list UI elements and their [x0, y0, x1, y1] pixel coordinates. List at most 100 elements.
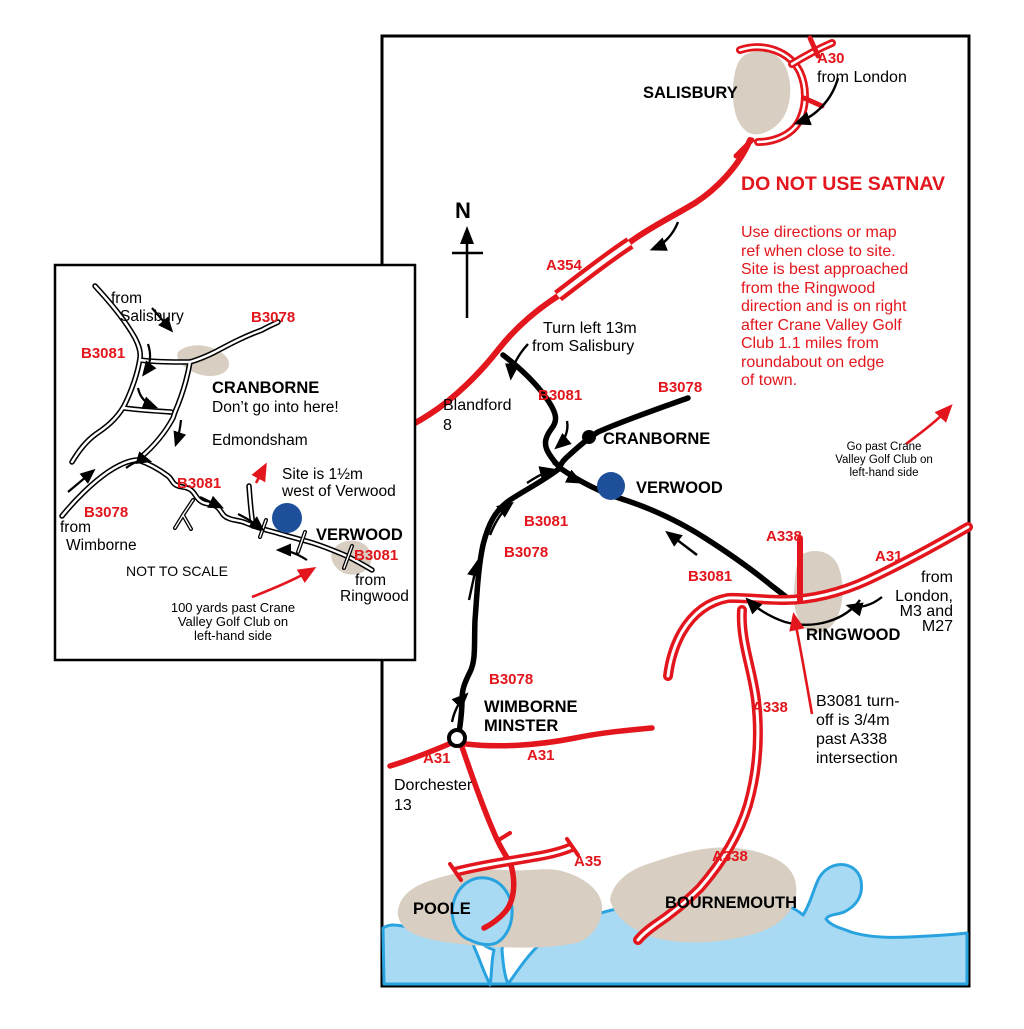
a31-label-northeast: A31 [875, 548, 903, 565]
b3081-label-ringwood: B3081 [688, 568, 732, 585]
inset-from-ringwood-line1: from [355, 572, 386, 589]
inset-arrow-wiggly [199, 495, 224, 509]
inset-b3081-label-north: B3081 [81, 345, 125, 362]
turnoff-line: past A338 [816, 731, 887, 748]
inset-edmondsham-label: Edmondsham [212, 432, 308, 449]
wimborne-roundabout [447, 728, 467, 748]
london-m3-line2: London, [895, 588, 953, 605]
inset-from-wimborne-line1: from [60, 519, 91, 536]
a30-crossing-tick [807, 35, 821, 59]
note-line: direction and is on right [741, 298, 907, 315]
road-b3081-north [500, 352, 563, 471]
inset-arrow-wimborne [67, 468, 96, 493]
road-a30-stripe [790, 41, 834, 66]
a35-end-tick-east [565, 837, 580, 857]
london-m3-line1: from [921, 569, 953, 586]
inset-red-arrows [251, 462, 317, 599]
road-a31-east [463, 725, 655, 749]
a354-label: A354 [546, 257, 583, 274]
road-a354-dual-stripe [556, 241, 632, 298]
dorchester-miles: 13 [394, 797, 412, 814]
note-line: Site is best approached [741, 261, 908, 278]
inset-arrow-to-site [237, 513, 265, 532]
inset-cranborne-label: CRANBORNE [212, 379, 319, 397]
inset-yards-line: 100 yards past Crane [171, 600, 295, 615]
inset-not-to-scale-label: NOT TO SCALE [126, 563, 228, 579]
inset-arrow-junction1 [142, 343, 157, 377]
inset-verwood-label: VERWOOD [316, 526, 403, 544]
inset-arrow-diagonal [173, 419, 187, 448]
red-callout-arrows [789, 404, 953, 715]
road-a31-west [387, 741, 452, 769]
london-m3-line4: M27 [922, 618, 953, 635]
turnoff-line: B3081 turn- [816, 693, 900, 710]
golf-hint-line: Go past Crane [847, 441, 922, 453]
arrow-b3078-mid [467, 559, 482, 601]
cranborne-dot [582, 430, 596, 444]
main-map: N SALISBURY A30 from Londo [380, 34, 973, 988]
inset-map: from Salisbury B3081 B3078 CRANBORNE Don… [53, 263, 417, 662]
golf-hint-line: Valley Golf Club on [835, 454, 933, 466]
a-roads [387, 35, 973, 945]
inset-from-salisbury-line1: from [111, 290, 142, 307]
note-line: Club 1.1 miles from [741, 335, 879, 352]
ringwood-label: RINGWOOD [806, 626, 900, 644]
poole-road-tick [495, 831, 512, 843]
golf-hint-line: left-hand side [849, 467, 918, 479]
inset-arrow-site-callout [251, 462, 267, 484]
verwood-site-dot [597, 472, 625, 500]
inset-b3081-label-mid: B3081 [177, 475, 221, 492]
inset-tick-center [297, 531, 306, 553]
inset-route-arrows [67, 307, 308, 561]
dorchester-label: Dorchester [394, 777, 473, 794]
london-m3-line3: M3 and [900, 603, 953, 620]
salisbury-label: SALISBURY [643, 84, 738, 102]
inset-tick-center [343, 545, 353, 569]
arrow-junction-west [526, 466, 557, 484]
inset-road-center [122, 406, 173, 414]
road-a354 [389, 137, 753, 437]
turn-left-line1: Turn left 13m [543, 320, 637, 337]
arrow-jog-upper [554, 420, 572, 450]
inset-from-salisbury-line2: Salisbury [120, 308, 184, 325]
inset-site-line1: Site is 1½m [282, 466, 363, 483]
inset-b3078-label-west: B3078 [84, 504, 128, 521]
inset-yards-note: 100 yards past Crane Valley Golf Club on… [171, 600, 295, 643]
arrow-ringwood-loop [745, 597, 861, 626]
inset-map-border [53, 263, 417, 662]
arrow-turn-left [505, 343, 529, 381]
turnoff-note: B3081 turn- off is 3/4m past A338 inters… [816, 693, 900, 767]
inset-arrow-junction2 [125, 451, 153, 469]
inset-yards-line: left-hand side [194, 628, 272, 643]
salisbury-stub-south [733, 137, 755, 159]
note-line: roundabout on edge [741, 354, 884, 371]
inset-road-center [60, 458, 140, 518]
poole-label: POOLE [413, 900, 471, 918]
from-london-label: from London [817, 69, 907, 86]
inset-road-centers [60, 284, 374, 572]
arrow-b3078-upper [488, 501, 514, 536]
compass-north: N [452, 198, 483, 318]
arrow-wimborne-north [450, 692, 469, 723]
inset-dont-go-label: Don’t go into here! [212, 399, 339, 416]
inset-b3078-label-north: B3078 [251, 309, 295, 326]
arrow-salisbury-exit [793, 77, 840, 126]
inset-arrow-from-ringwood [275, 543, 308, 561]
inset-arrow-ladder [136, 387, 159, 409]
b3078-label-mid: B3078 [504, 544, 548, 561]
turn-left-line2: from Salisbury [532, 338, 634, 355]
blandford-label: Blandford [443, 397, 512, 414]
inset-road-center [93, 284, 142, 360]
road-a338-south-stripe [636, 608, 760, 942]
route-arrows [450, 77, 883, 723]
inset-road-center [136, 458, 374, 572]
blandford-miles: 8 [443, 417, 452, 434]
note-line: Use directions or map [741, 224, 897, 241]
cranborne-label: CRANBORNE [603, 430, 710, 448]
b3081-label-north: B3081 [538, 387, 582, 404]
note-line: of town. [741, 372, 797, 389]
arrow-jog-lower [552, 462, 584, 484]
inset-b3081-label-east: B3081 [354, 547, 398, 564]
road-a31-ringwood-stripe [666, 525, 970, 678]
